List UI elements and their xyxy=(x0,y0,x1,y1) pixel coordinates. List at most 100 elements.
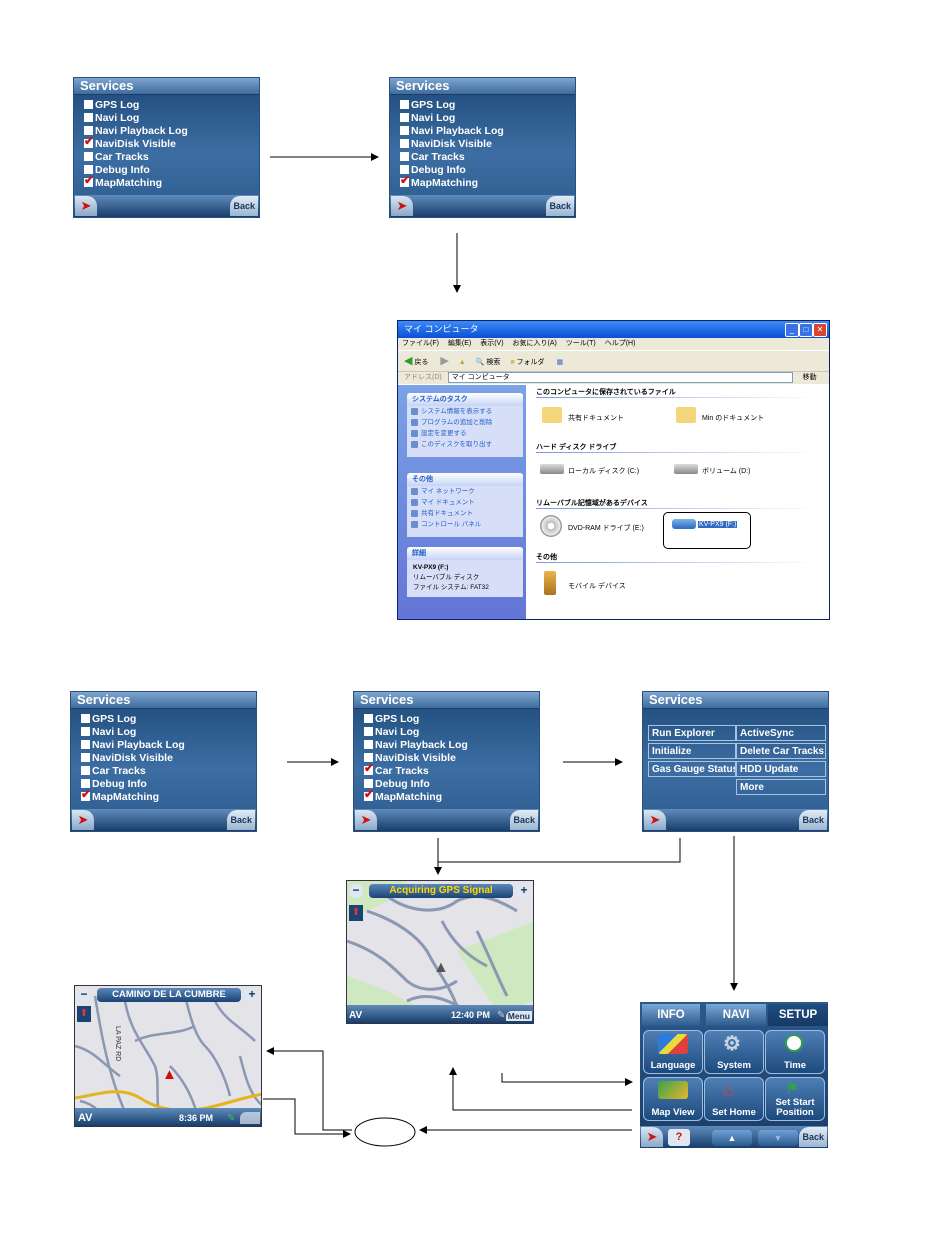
cursor-arrow-icon[interactable]: ➤ xyxy=(641,1127,663,1147)
kv-px9-highlight[interactable] xyxy=(663,512,751,549)
back-button[interactable]: Back xyxy=(546,196,574,216)
zoom-out-icon[interactable]: − xyxy=(349,884,363,898)
option-mapmatching[interactable]: MapMatching xyxy=(364,788,539,804)
option-gps-log[interactable]: GPS Log xyxy=(364,713,539,726)
back-button[interactable]: Back xyxy=(799,1127,827,1147)
more-button[interactable]: More xyxy=(736,779,826,795)
tab-navi[interactable]: NAVI xyxy=(706,1004,766,1026)
scroll-up-button[interactable]: ▲ xyxy=(712,1130,752,1146)
delete-car-tracks-button[interactable]: Delete Car Tracks xyxy=(736,743,826,759)
initialize-button[interactable]: Initialize xyxy=(648,743,736,759)
back-button[interactable]: Back xyxy=(799,810,827,830)
option-navi-playback-log[interactable]: Navi Playback Log xyxy=(364,739,539,752)
tab-setup[interactable]: SETUP xyxy=(768,1004,828,1026)
checkbox[interactable] xyxy=(84,100,93,109)
back-icon[interactable]: ◀ xyxy=(404,355,413,367)
folder-label[interactable]: フォルダ xyxy=(516,359,545,366)
cursor-arrow-icon[interactable]: ➤ xyxy=(644,810,666,830)
checkbox-checked[interactable] xyxy=(84,174,94,187)
checkbox[interactable] xyxy=(81,740,90,749)
option-debug-info[interactable]: Debug Info xyxy=(400,164,575,177)
checkbox[interactable] xyxy=(81,766,90,775)
task-link[interactable]: プログラムの追加と削除 xyxy=(407,417,523,428)
place-link[interactable]: マイ ネットワーク xyxy=(407,486,523,497)
task-link[interactable]: このディスクを取り出す xyxy=(407,439,523,450)
menu-view[interactable]: 表示(V) xyxy=(480,340,504,347)
set-home-button[interactable]: ⌂ Set Home xyxy=(704,1077,764,1121)
address-field[interactable]: マイ コンピュータ xyxy=(447,372,793,383)
av-button[interactable]: AV xyxy=(349,1010,363,1021)
option-car-tracks[interactable]: Car Tracks xyxy=(400,151,575,164)
checkbox[interactable] xyxy=(84,152,93,161)
language-button[interactable]: Language xyxy=(643,1030,703,1074)
my-documents-item[interactable]: Min のドキュメント xyxy=(702,415,765,422)
compass-icon[interactable]: ⬆ xyxy=(77,1006,91,1022)
option-navi-log[interactable]: Navi Log xyxy=(364,726,539,739)
maximize-button[interactable]: □ xyxy=(799,323,813,337)
checkbox[interactable] xyxy=(364,727,373,736)
checkbox-checked[interactable] xyxy=(81,788,91,801)
task-link[interactable]: 設定を変更する xyxy=(407,428,523,439)
checkbox[interactable] xyxy=(84,113,93,122)
mobile-device-item[interactable]: モバイル デバイス xyxy=(568,583,626,590)
option-navi-playback-log[interactable]: Navi Playback Log xyxy=(400,125,575,138)
menu-button[interactable]: Menu xyxy=(505,1011,532,1021)
zoom-in-icon[interactable]: + xyxy=(245,988,259,1002)
place-link[interactable]: マイ ドキュメント xyxy=(407,497,523,508)
task-link[interactable]: システム情報を表示する xyxy=(407,406,523,417)
place-link[interactable]: コントロール パネル xyxy=(407,519,523,530)
option-car-tracks[interactable]: Car Tracks xyxy=(364,762,539,778)
zoom-out-icon[interactable]: − xyxy=(77,988,91,1002)
search-label[interactable]: 検索 xyxy=(486,359,501,366)
checkbox-checked[interactable] xyxy=(364,762,374,775)
option-car-tracks[interactable]: Car Tracks xyxy=(84,151,259,164)
checkbox[interactable] xyxy=(364,740,373,749)
checkbox[interactable] xyxy=(400,113,409,122)
checkbox-checked[interactable] xyxy=(364,788,374,801)
checkbox[interactable] xyxy=(400,100,409,109)
run-explorer-button[interactable]: Run Explorer xyxy=(648,725,736,741)
option-navidisk-visible[interactable]: NaviDisk Visible xyxy=(364,752,539,765)
go-button[interactable]: 移動 xyxy=(802,374,817,381)
option-navidisk-visible[interactable]: NaviDisk Visible xyxy=(400,138,575,151)
local-disk-item[interactable]: ローカル ディスク (C:) xyxy=(568,468,640,475)
option-navi-playback-log[interactable]: Navi Playback Log xyxy=(84,125,259,138)
av-button[interactable]: AV xyxy=(78,1112,93,1124)
option-navi-log[interactable]: Navi Log xyxy=(400,112,575,125)
search-icon[interactable]: 🔍 xyxy=(475,359,485,366)
view-icon[interactable]: ▦ xyxy=(556,359,564,366)
option-debug-info[interactable]: Debug Info xyxy=(84,164,259,177)
set-start-position-button[interactable]: ⚑ Set Start Position xyxy=(765,1077,825,1121)
folder-icon[interactable]: ■ xyxy=(510,359,515,366)
dvd-drive-item[interactable]: DVD-RAM ドライブ (E:) xyxy=(568,525,644,532)
option-debug-info[interactable]: Debug Info xyxy=(81,778,256,791)
option-navidisk-visible[interactable]: NaviDisk Visible xyxy=(84,135,259,151)
option-navi-playback-log[interactable]: Navi Playback Log xyxy=(81,739,256,752)
gas-gauge-status-button[interactable]: Gas Gauge Status xyxy=(648,761,736,777)
menu-help[interactable]: ヘルプ(H) xyxy=(604,340,636,347)
zoom-in-icon[interactable]: + xyxy=(517,884,531,898)
checkbox[interactable] xyxy=(81,779,90,788)
option-gps-log[interactable]: GPS Log xyxy=(84,99,259,112)
hdd-update-button[interactable]: HDD Update xyxy=(736,761,826,777)
option-debug-info[interactable]: Debug Info xyxy=(364,778,539,791)
checkbox[interactable] xyxy=(81,753,90,762)
scroll-down-button[interactable]: ▼ xyxy=(758,1130,798,1146)
map-view-button[interactable]: Map View xyxy=(643,1077,703,1121)
option-mapmatching[interactable]: MapMatching xyxy=(400,174,575,190)
option-navidisk-visible[interactable]: NaviDisk Visible xyxy=(81,752,256,765)
shared-documents-item[interactable]: 共有ドキュメント xyxy=(568,415,624,422)
forward-icon[interactable]: ▶ xyxy=(440,355,449,367)
checkbox[interactable] xyxy=(81,714,90,723)
system-button[interactable]: ⚙ System xyxy=(704,1030,764,1074)
back-button[interactable]: Back xyxy=(230,196,258,216)
checkbox[interactable] xyxy=(84,126,93,135)
back-button[interactable]: Back xyxy=(227,810,255,830)
option-gps-log[interactable]: GPS Log xyxy=(81,713,256,726)
tab-info[interactable]: INFO xyxy=(642,1004,700,1026)
menu-tools[interactable]: ツール(T) xyxy=(565,340,596,347)
option-mapmatching[interactable]: MapMatching xyxy=(84,174,259,190)
activesync-button[interactable]: ActiveSync xyxy=(736,725,826,741)
menu-file[interactable]: ファイル(F) xyxy=(402,340,439,347)
close-button[interactable]: ✕ xyxy=(813,323,827,337)
